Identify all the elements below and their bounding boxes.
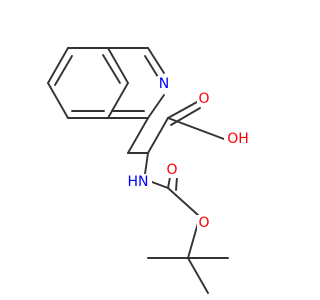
bond-cooh-o-a [167,101,198,119]
bond-cooh-o-b [170,107,201,126]
bond-ca-ccooh [147,117,169,154]
bond-c8-c3-inner [102,54,121,84]
atom-nh-amide: HN [124,174,152,190]
atom-label-o-carbonyl-acid: O [198,91,209,107]
bond-ctbu-me2 [187,257,209,294]
bond-c9-ch2 [127,117,149,154]
bond-c5-c6 [47,82,69,119]
atom-o-carbonyl-boc: O [165,162,179,178]
bond-ccarb-oester [167,187,199,216]
bond-oester-ctbu [187,222,199,259]
atom-label-nh-amide: HN [128,174,149,190]
bond-ccarb-o-up-b [175,176,178,191]
atom-label-o-carbonyl-boc: O [166,162,177,178]
bond-ca-n [144,152,149,175]
atom-label-o-ester-boc: O [198,215,209,231]
bond-n-c9 [147,94,165,119]
atom-label-layer: N O OH HN O O [124,76,252,231]
bond-layer [47,47,229,294]
atom-label-n-ring: N [159,76,169,92]
bond-c8-c3 [107,47,129,84]
atom-oh-acid: OH [224,131,252,147]
atom-n-ring: N [157,76,171,92]
bond-c4-c5-inner [54,55,73,86]
atom-label-oh-acid: OH [227,131,249,147]
bond-c7-c8 [107,82,129,119]
bond-c2-c1 [147,47,165,74]
atom-o-carbonyl-acid: O [197,91,211,107]
bond-ccarb-o-up-a [167,176,171,189]
bond-n-ccarb [151,181,169,189]
atom-o-ester-boc: O [197,215,211,231]
bond-c2-c1-inner [144,55,159,78]
bond-c4-c5 [47,47,69,84]
molecule-structure: N O OH HN O O [47,47,252,294]
